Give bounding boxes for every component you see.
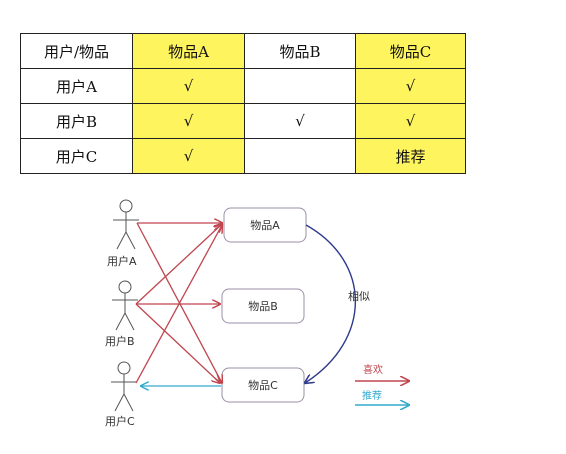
header-cell-item-a: 物品A [132,33,245,69]
header-cell-user-item: 用户/物品 [20,33,133,69]
like-arrow-user-c-item-a [135,225,222,384]
like-arrow-user-b-item-a [135,224,222,305]
similar-arc-item-a-item-c [305,224,357,383]
user-item-matrix: 用户/物品 物品A 物品B 物品C 用户A √ √ 用户B √ √ √ 用户C … [20,33,466,174]
user-a-figure-icon [113,199,139,250]
user-b-figure-icon [112,280,138,331]
cell-user-b-item-c: √ [355,103,466,139]
legend-like-label: 喜欢 [363,363,383,376]
cell-user-b-item-a: √ [132,103,245,139]
table-header-row: 用户/物品 物品A 物品B 物品C [20,33,466,69]
item-c-label: 物品C [248,378,278,392]
user-b-label: 用户B [105,334,135,348]
table-row: 用户C √ 推荐 [20,138,466,174]
row-header-user-c: 用户C [20,138,133,174]
item-a-node: 物品A [223,207,307,243]
user-a-label: 用户A [107,254,137,268]
like-arrow-user-b-item-c [135,303,220,383]
table-row: 用户A √ √ [20,68,466,104]
item-b-node: 物品B [221,288,305,324]
cell-user-c-item-c: 推荐 [355,138,466,174]
user-c-figure-icon [111,361,137,412]
row-header-user-b: 用户B [20,103,133,139]
cell-user-c-item-a: √ [132,138,245,174]
user-c-label: 用户C [105,414,135,428]
item-c-node: 物品C [221,367,305,403]
cell-user-a-item-a: √ [132,68,245,104]
item-b-label: 物品B [248,299,278,313]
item-a-label: 物品A [250,218,280,232]
header-cell-item-c: 物品C [355,33,466,69]
cell-user-a-item-b [244,68,356,104]
legend: 喜欢 推荐 [355,363,409,405]
header-cell-item-b: 物品B [244,33,356,69]
similar-label: 相似 [348,290,370,303]
cell-user-c-item-b [244,138,356,174]
legend-recommend-label: 推荐 [362,389,382,402]
cell-user-a-item-c: √ [355,68,466,104]
